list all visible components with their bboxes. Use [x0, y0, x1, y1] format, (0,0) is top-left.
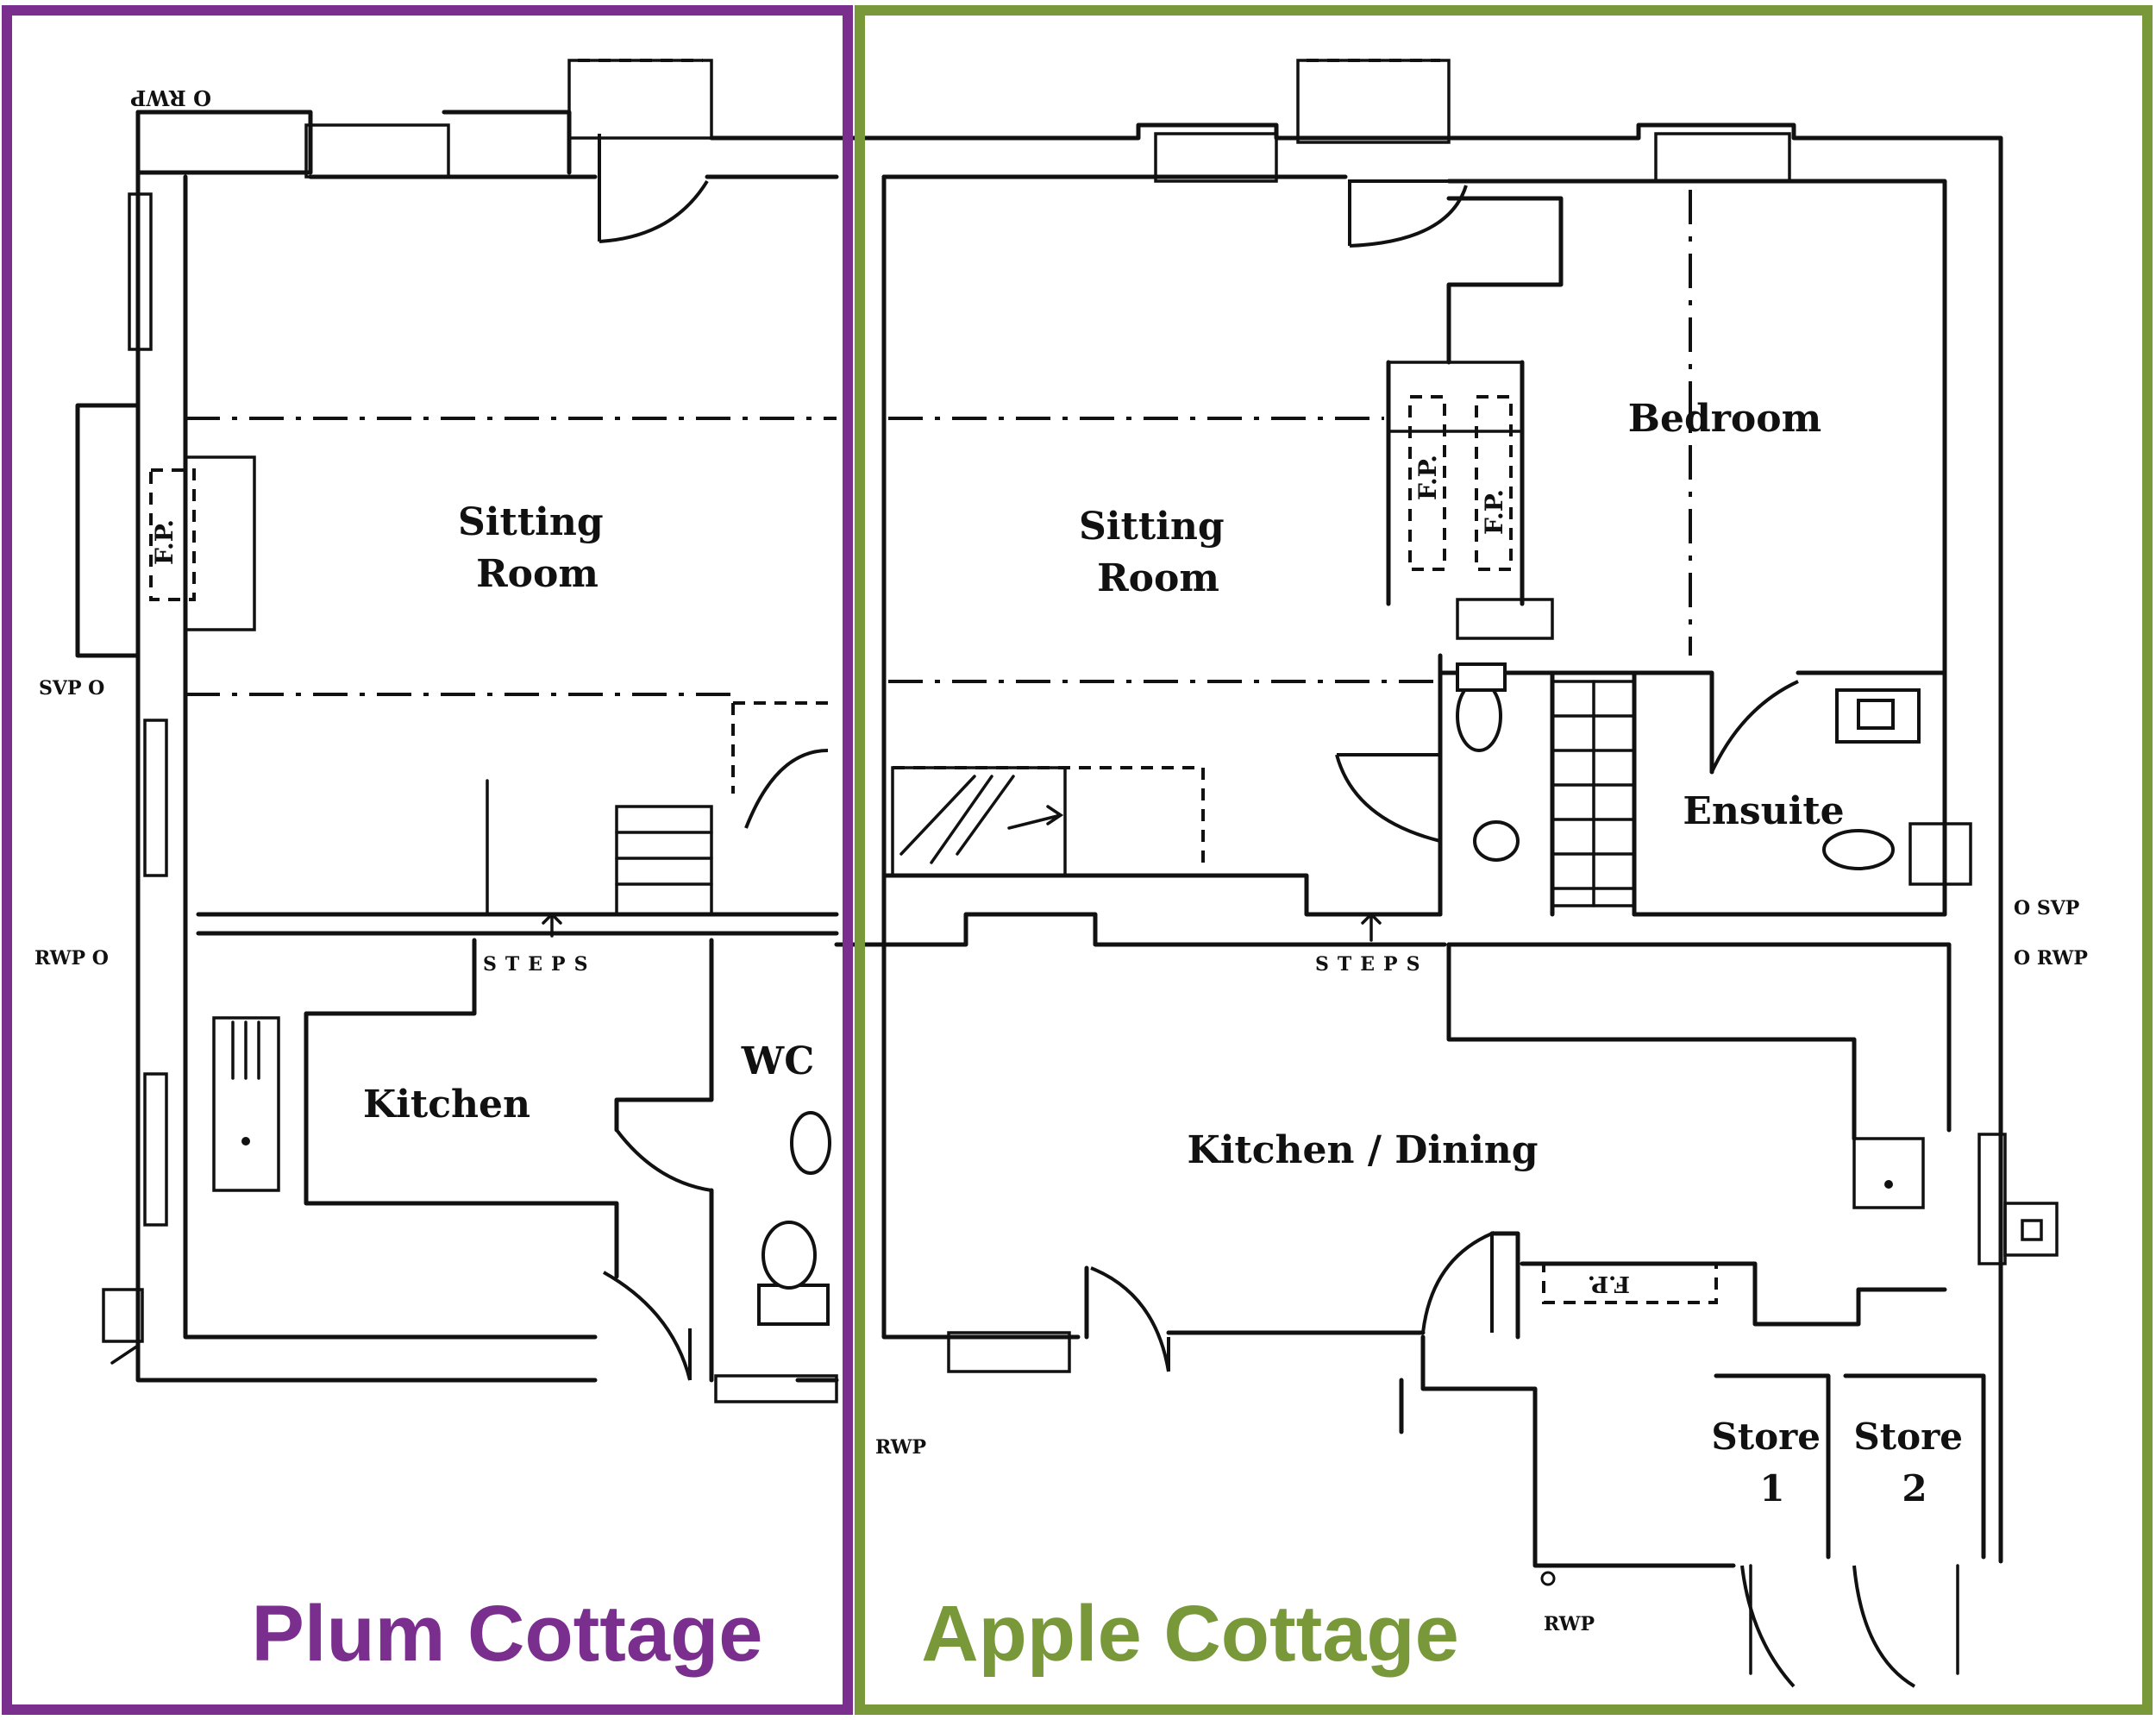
apple-rwp-bottom-left-label: RWP [875, 1436, 926, 1459]
apple-store1-line2: 1 [1759, 1467, 1784, 1510]
plum-sitting-room-label: Sitting Room [458, 500, 617, 596]
apple-store2-label: Store 2 [1853, 1416, 1975, 1510]
apple-store1-label: Store 1 [1711, 1416, 1833, 1510]
apple-fp-label-2: F.P. [1480, 489, 1508, 535]
apple-kitchen-dining-label: Kitchen / Dining [1187, 1128, 1538, 1172]
apple-store2-line2: 2 [1902, 1467, 1927, 1510]
apple-sitting-line2: Room [1097, 556, 1219, 600]
plum-rwp-top-label: O RWP [130, 85, 211, 110]
apple-rwp-bottom-label: RWP [1544, 1613, 1595, 1635]
apple-rwp-right-label: O RWP [2014, 947, 2088, 970]
apple-store2-line1: Store [1853, 1416, 1963, 1458]
plum-cottage-plan: F.P. STEPS [34, 59, 839, 1403]
plum-wc-label: WC [741, 1039, 814, 1083]
plum-svp-label: SVP O [39, 677, 104, 700]
plum-sitting-line1: Sitting [458, 500, 604, 544]
apple-sitting-room-label: Sitting Room [1079, 505, 1238, 600]
plum-rwp-left-label: RWP O [34, 947, 109, 970]
apple-steps-label: STEPS [1315, 953, 1428, 976]
apple-ensuite-label: Ensuite [1683, 789, 1844, 833]
apple-cottage-title: Apple Cottage [921, 1590, 1459, 1678]
plum-cottage-frame [2, 5, 853, 1715]
plum-cottage-title: Plum Cottage [252, 1590, 763, 1678]
apple-cottage-plan: F.P. F.P. STEPS [834, 59, 2088, 1688]
apple-fp-bottom-label: F.P. [1588, 1271, 1630, 1296]
apple-bedroom-label: Bedroom [1628, 397, 1821, 441]
apple-fp-label-1: F.P. [1413, 455, 1442, 500]
plum-kitchen-label: Kitchen [363, 1083, 530, 1127]
apple-cottage-frame [855, 5, 2153, 1715]
plum-sitting-line2: Room [476, 552, 599, 596]
apple-store1-line1: Store [1711, 1416, 1821, 1458]
plum-steps-label: STEPS [483, 953, 596, 976]
apple-svp-label: O SVP [2014, 897, 2079, 920]
apple-sitting-line1: Sitting [1079, 505, 1225, 549]
plum-fp-label: F.P. [150, 519, 179, 565]
